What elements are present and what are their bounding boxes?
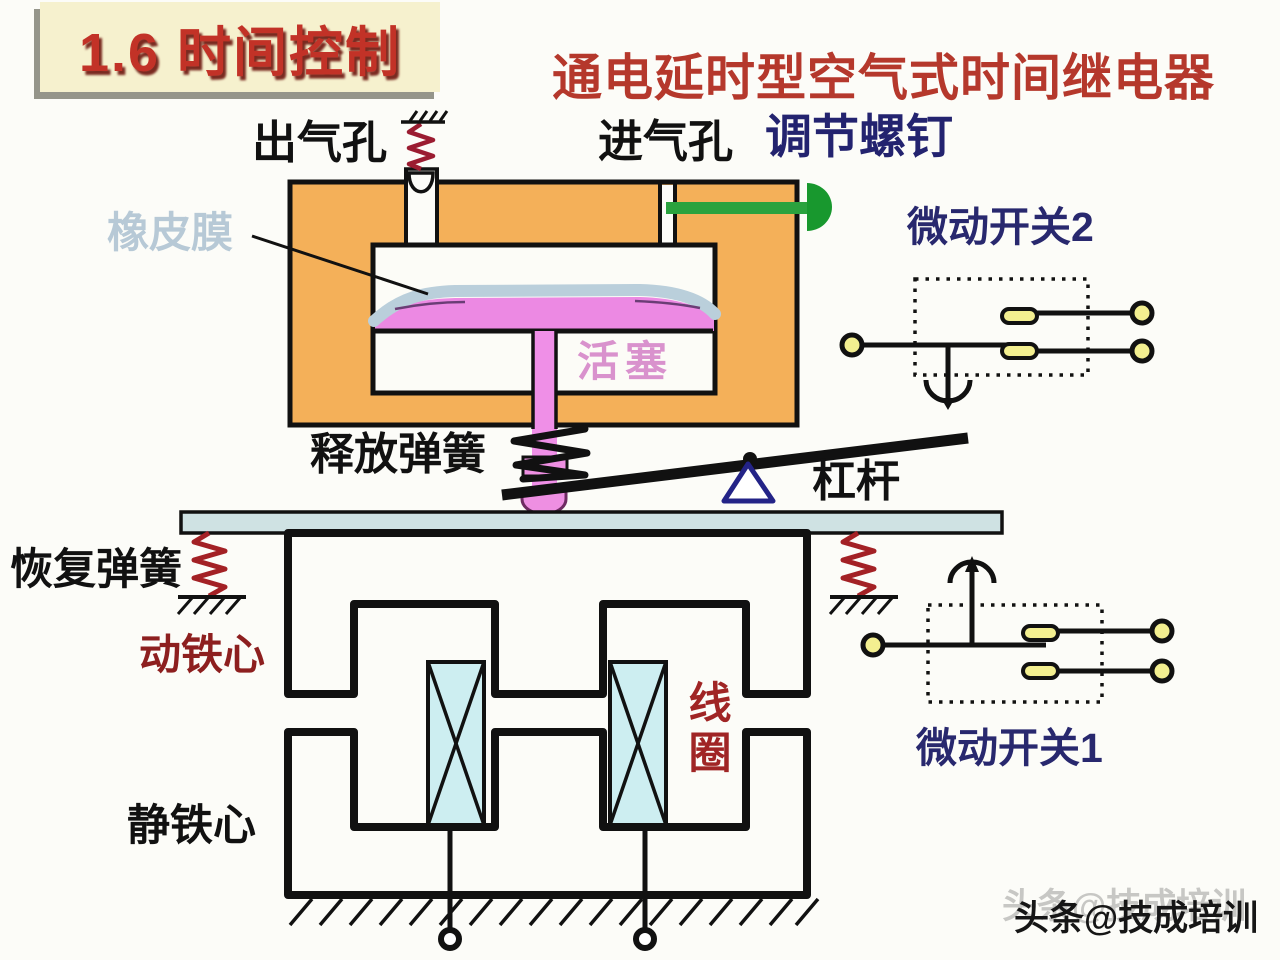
adjusting-screw bbox=[666, 183, 832, 231]
moving-iron-core bbox=[284, 529, 811, 698]
terminal-right bbox=[633, 927, 657, 951]
label-return-spring: 恢复弹簧 bbox=[10, 546, 182, 594]
label-release-spring: 释放弹簧 bbox=[310, 430, 486, 479]
return-spring-left bbox=[176, 530, 246, 615]
ms1-contact-upper bbox=[1021, 624, 1060, 642]
label-air-outlet: 出气孔 bbox=[252, 117, 388, 168]
air-outlet-valve bbox=[404, 167, 439, 246]
membrane-air-pocket bbox=[375, 297, 714, 331]
ms2-contact-upper bbox=[1000, 307, 1039, 325]
ms1-common-terminal bbox=[860, 632, 886, 658]
ms1-contact-lower bbox=[1021, 662, 1060, 680]
label-lever: 杠杆 bbox=[812, 457, 900, 506]
label-adjusting-screw: 调节螺钉 bbox=[765, 110, 953, 163]
label-rubber-membrane: 橡皮膜 bbox=[107, 209, 234, 256]
coil-terminals bbox=[438, 825, 657, 951]
label-micro-switch-1: 微动开关1 bbox=[916, 725, 1103, 771]
ground-hatching bbox=[288, 897, 820, 927]
label-air-inlet: 进气孔 bbox=[598, 116, 734, 167]
ms2-actuator-hook bbox=[923, 379, 973, 404]
coil-left-half bbox=[426, 660, 486, 827]
ms2-common-terminal bbox=[839, 332, 865, 358]
release-spring bbox=[510, 425, 591, 483]
membrane-pointer-line bbox=[251, 234, 429, 296]
coil-right-half bbox=[608, 660, 668, 827]
ms1-actuator-hook bbox=[947, 559, 997, 584]
section-title-badge: 1.6 时间控制 bbox=[40, 2, 440, 92]
watermark: 头条@技成培训 头条@技成培训 bbox=[1002, 887, 1259, 941]
return-spring-right bbox=[828, 530, 898, 615]
label-piston: 活塞 bbox=[577, 338, 674, 385]
micro-switch-1 bbox=[860, 556, 1175, 704]
lever bbox=[501, 432, 969, 504]
micro-switch-2 bbox=[839, 277, 1155, 410]
static-iron-core bbox=[284, 728, 811, 899]
label-static-iron-core: 静铁心 bbox=[127, 802, 256, 850]
section-title: 1.6 时间控制 bbox=[78, 22, 402, 83]
label-coil: 线圈 bbox=[688, 680, 732, 778]
ms2-contact-lower bbox=[1000, 342, 1039, 360]
terminal-left bbox=[438, 927, 462, 951]
watermark-text: 头条@技成培训 bbox=[1014, 899, 1259, 938]
lever-pivot bbox=[721, 461, 776, 504]
air-inlet-channel bbox=[661, 185, 674, 244]
watermark-ghost: 头条@技成培训 bbox=[1002, 887, 1247, 926]
vent-spring bbox=[401, 110, 449, 172]
label-micro-switch-2: 微动开关2 bbox=[907, 204, 1094, 250]
diagram-heading: 通电延时型空气式时间继电器 bbox=[552, 50, 1215, 106]
rubber-membrane bbox=[368, 283, 721, 327]
label-moving-iron-core: 动铁心 bbox=[139, 631, 266, 678]
